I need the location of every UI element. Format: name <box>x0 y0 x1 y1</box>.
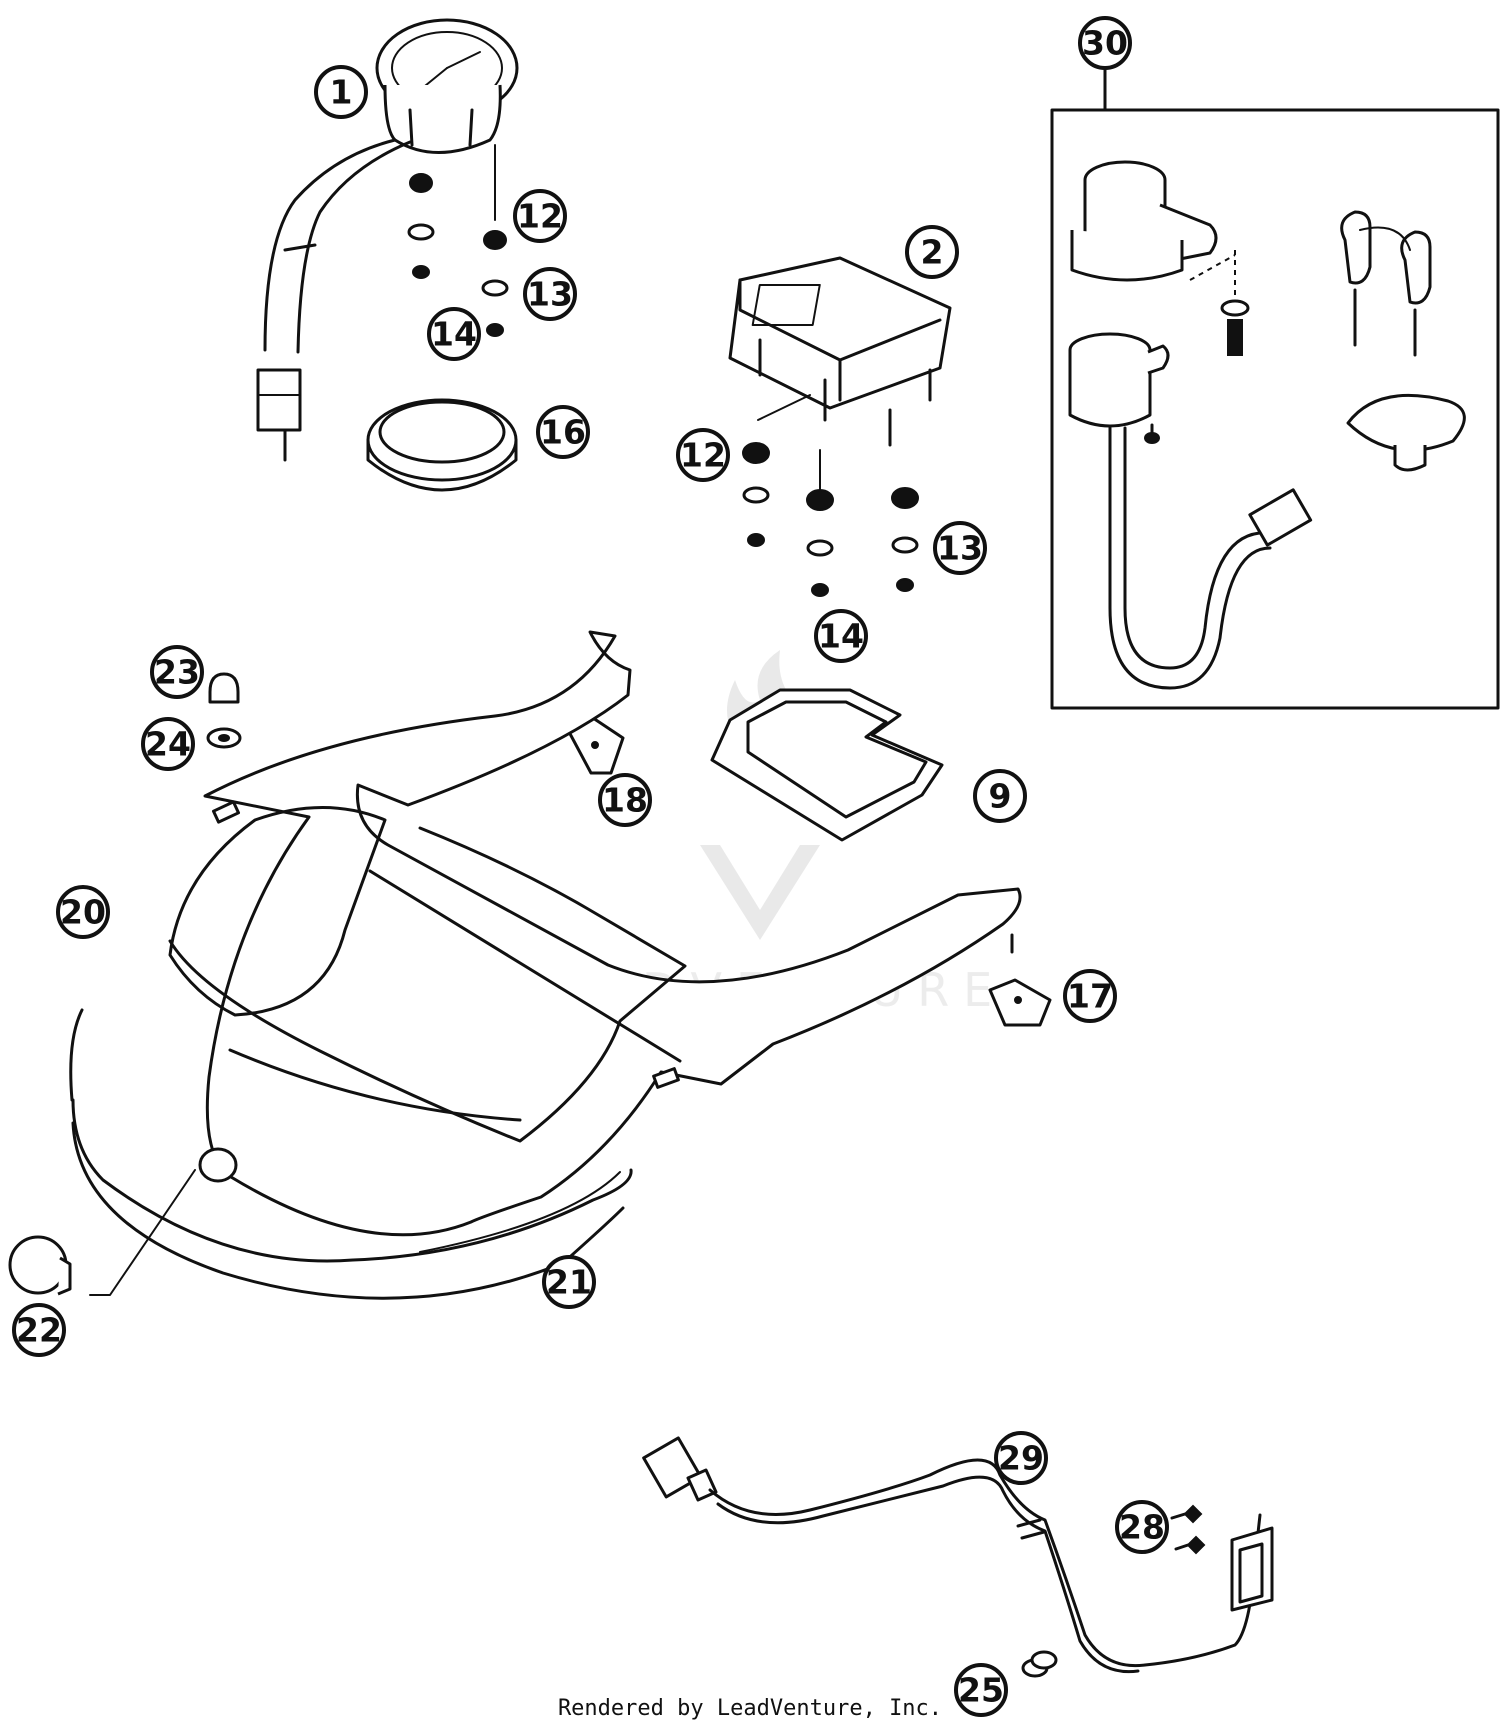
callout-18: 18 <box>598 773 652 827</box>
svg-text:29: 29 <box>998 1439 1044 1478</box>
rubber-plug-part <box>8 1169 196 1296</box>
wiring-harness-part <box>642 1436 1274 1678</box>
ring-part <box>366 398 518 492</box>
callout-24: 24 <box>141 717 195 771</box>
svg-text:9: 9 <box>989 777 1012 816</box>
svg-text:16: 16 <box>540 413 586 452</box>
svg-text:12: 12 <box>517 197 563 236</box>
svg-text:17: 17 <box>1067 977 1113 1016</box>
headlight-mask-part <box>69 630 1022 1300</box>
svg-text:12: 12 <box>680 436 726 475</box>
nut-washer-part <box>206 672 242 749</box>
svg-text:2: 2 <box>921 233 944 272</box>
gasket-part <box>710 688 944 842</box>
svg-text:1: 1 <box>330 73 353 112</box>
callout-23: 23 <box>150 645 204 699</box>
callout-22: 22 <box>12 1303 66 1357</box>
callout-25: 25 <box>954 1663 1008 1717</box>
callout-12-meter: 12 <box>676 428 730 482</box>
svg-text:22: 22 <box>16 1311 62 1350</box>
callout-17: 17 <box>1063 969 1117 1023</box>
svg-text:18: 18 <box>602 781 648 820</box>
callout-16: 16 <box>536 405 590 459</box>
callout-2: 2 <box>905 225 959 279</box>
callout-13-gauge: 13 <box>523 267 577 321</box>
callout-12-gauge: 12 <box>513 189 567 243</box>
digital-meter-part <box>728 256 952 597</box>
svg-text:13: 13 <box>527 275 573 314</box>
callout-28: 28 <box>1115 1500 1169 1554</box>
svg-text:20: 20 <box>60 893 106 932</box>
svg-text:23: 23 <box>154 653 200 692</box>
callout-20: 20 <box>56 885 110 939</box>
callout-9: 9 <box>973 769 1027 823</box>
svg-text:14: 14 <box>431 315 477 354</box>
svg-text:25: 25 <box>958 1671 1004 1710</box>
svg-text:28: 28 <box>1119 1508 1165 1547</box>
svg-text:13: 13 <box>937 529 983 568</box>
callout-30: 30 <box>1078 16 1132 70</box>
callout-14-gauge: 14 <box>427 307 481 361</box>
svg-text:24: 24 <box>145 725 191 764</box>
svg-text:14: 14 <box>818 617 864 656</box>
svg-text:30: 30 <box>1082 24 1128 63</box>
svg-text:21: 21 <box>546 1263 592 1302</box>
callout-13-meter: 13 <box>933 521 987 575</box>
gauge-part <box>256 18 519 462</box>
callout-1: 1 <box>314 65 368 119</box>
ignition-kit-part <box>1050 66 1500 710</box>
callout-21: 21 <box>542 1255 596 1309</box>
callout-14-meter: 14 <box>814 609 868 663</box>
render-credit: Rendered by LeadVenture, Inc. <box>557 1696 943 1721</box>
callout-29: 29 <box>994 1431 1048 1485</box>
